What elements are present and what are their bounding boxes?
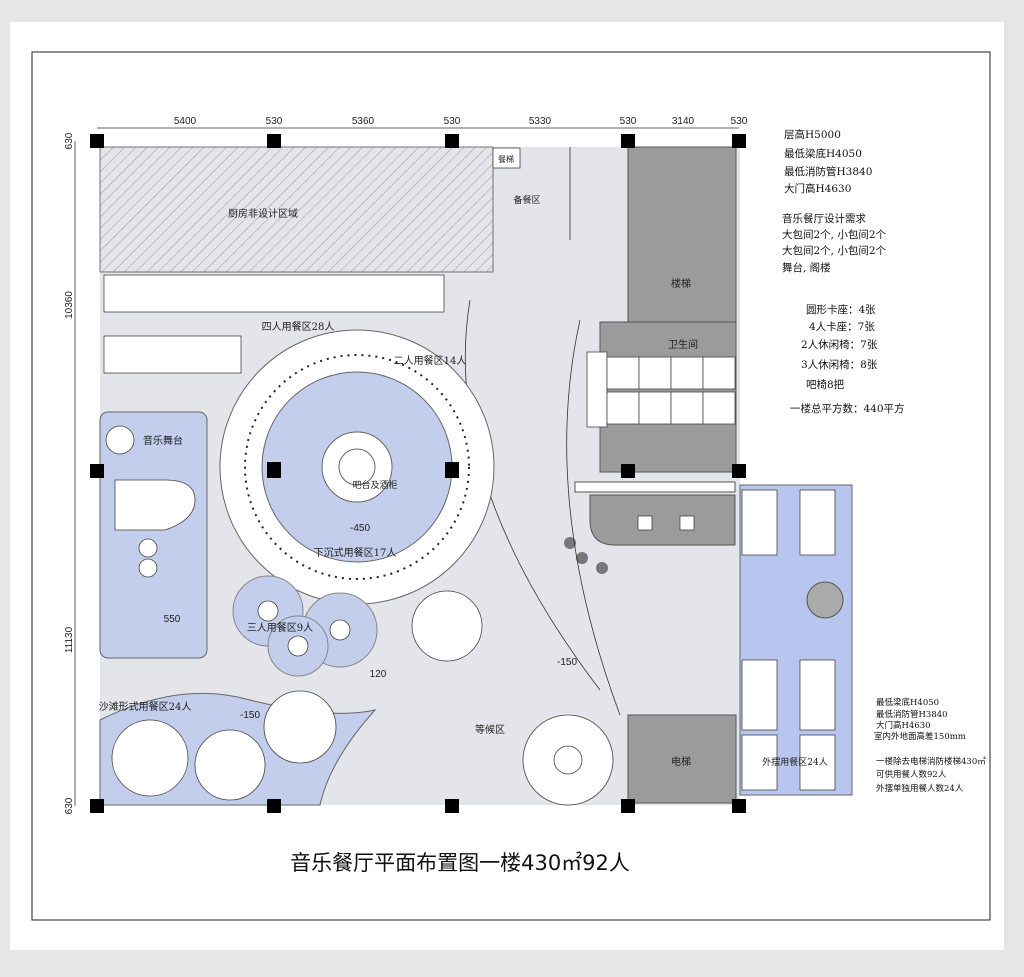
sheet-frame <box>31 51 991 921</box>
dumbwaiter-label: 餐梯 <box>498 154 514 164</box>
two-person-label: 二人用餐区14人 <box>394 354 467 367</box>
bar-counter <box>589 494 736 546</box>
seating-line: 3人休闲椅：8张 <box>801 358 878 371</box>
notes-bottom: 最低梁底H4050 最低消防管H3840 大门高H4630 室内外地面高差150… <box>874 697 986 794</box>
four-person-label: 四人用餐区28人 <box>262 320 335 333</box>
drum-icon <box>138 538 158 558</box>
bar-chair <box>637 515 653 531</box>
stairs <box>627 146 737 323</box>
railing <box>244 354 470 580</box>
note-line: 大门高H4630 <box>876 720 931 731</box>
elevator-label: 电梯 <box>671 755 691 768</box>
sunken-level: -450 <box>350 523 370 534</box>
seating-line: 2人休闲椅：7张 <box>801 338 878 351</box>
stage-label: 音乐舞台 <box>143 434 183 447</box>
bar-cabinet-label: 吧台及酒柜 <box>352 479 397 491</box>
seating-line: 圆形卡座：4张 <box>806 303 876 316</box>
seating-line: 一楼总平方数：440平方 <box>790 402 905 415</box>
dimension-label: 530 <box>266 116 283 127</box>
drawing-title: 音乐餐厅平面布置图一楼430㎡92人 <box>290 851 630 875</box>
restroom-label: 卫生间 <box>668 338 698 351</box>
beach-label: 沙滩形式用餐区24人 <box>99 700 192 713</box>
three-person-tables <box>232 575 378 677</box>
bar-cabinet <box>321 431 393 503</box>
stage-level: 550 <box>164 614 181 625</box>
requirement-line: 舞台, 阁楼 <box>782 261 831 274</box>
bar-chair <box>679 515 695 531</box>
dimension-label: 530 <box>444 116 461 127</box>
note-line: 最低消防管H3840 <box>876 709 948 720</box>
seating-summary: 圆形卡座：4张 4人卡座：7张 2人休闲椅：7张 3人休闲椅：8张 吧椅8把 一… <box>790 303 905 415</box>
notes-top: 层高H5000 最低梁底H4050 最低消防管H3840 大门高H4630 <box>784 128 872 195</box>
piano <box>114 479 196 531</box>
three-person-label: 三人用餐区9人 <box>247 621 313 634</box>
dimension-label: 11130 <box>64 626 75 653</box>
elevator <box>627 714 737 804</box>
waiting-label: 等候区 <box>475 723 505 736</box>
sinks <box>586 351 608 428</box>
note-line: 大门高H4630 <box>784 182 851 195</box>
note-line: 最低消防管H3840 <box>784 165 872 178</box>
note-line: 层高H5000 <box>784 128 841 141</box>
note-line: 室内外地面高差150mm <box>874 731 966 742</box>
structural-columns <box>90 134 746 813</box>
kitchen-label: 厨房非设计区域 <box>228 207 298 220</box>
stairs-label: 楼梯 <box>671 277 691 290</box>
corridor-level: -150 <box>557 657 577 668</box>
note-line: 可供用餐人数92人 <box>876 769 947 780</box>
bar-counter-top <box>574 481 736 493</box>
beach-level: -150 <box>240 710 260 721</box>
umbrella-tables <box>111 590 483 801</box>
spiral-stair-core <box>553 745 583 775</box>
prep-label: 备餐区 <box>513 194 540 206</box>
dimension-label: 5360 <box>352 116 375 127</box>
dimension-label: 530 <box>620 116 637 127</box>
requirement-line: 音乐餐厅设计需求 <box>782 212 866 225</box>
requirement-line: 大包间2个, 小包间2个 <box>782 244 887 257</box>
note-line: 最低梁底H4050 <box>876 697 939 708</box>
four-person-booths <box>103 274 445 374</box>
dimension-label: 630 <box>64 797 75 814</box>
toilet-stalls <box>606 356 736 425</box>
dumbwaiter <box>492 147 521 169</box>
seating-line: 吧椅8把 <box>806 378 845 391</box>
design-requirements: 音乐餐厅设计需求 大包间2个, 小包间2个 大包间2个, 小包间2个 舞台, 阁… <box>782 212 887 274</box>
bar-cabinet-inner <box>338 448 376 486</box>
dimension-label: 5330 <box>529 116 552 127</box>
kitchen-area <box>99 146 494 273</box>
dimension-label: 5400 <box>174 116 197 127</box>
outdoor-label: 外摆用餐区24人 <box>762 756 827 768</box>
outdoor-booths <box>741 489 844 791</box>
left-dimensions: 630 10360 11130 630 <box>64 132 75 814</box>
dimension-label: 630 <box>64 132 75 149</box>
bar-stools <box>564 537 608 574</box>
drum-icon <box>138 558 158 578</box>
level-120: 120 <box>370 669 387 680</box>
note-line: 一楼除去电梯消防楼梯430㎡ <box>876 756 986 767</box>
plant-icon <box>105 425 135 455</box>
sunken-label: 下沉式用餐区17人 <box>314 546 397 559</box>
dimension-label: 530 <box>731 116 748 127</box>
dimension-label: 10360 <box>64 291 75 319</box>
music-stage <box>99 411 208 659</box>
corridor-curve <box>566 319 621 716</box>
note-line: 外摆单独用餐人数24人 <box>876 783 964 794</box>
note-line: 最低梁底H4050 <box>784 147 862 160</box>
dimension-label: 3140 <box>672 116 695 127</box>
top-dimensions: 5400 530 5360 530 5330 530 3140 530 <box>174 116 748 127</box>
seating-line: 4人卡座：7张 <box>809 320 875 333</box>
requirement-line: 大包间2个, 小包间2个 <box>782 228 887 241</box>
